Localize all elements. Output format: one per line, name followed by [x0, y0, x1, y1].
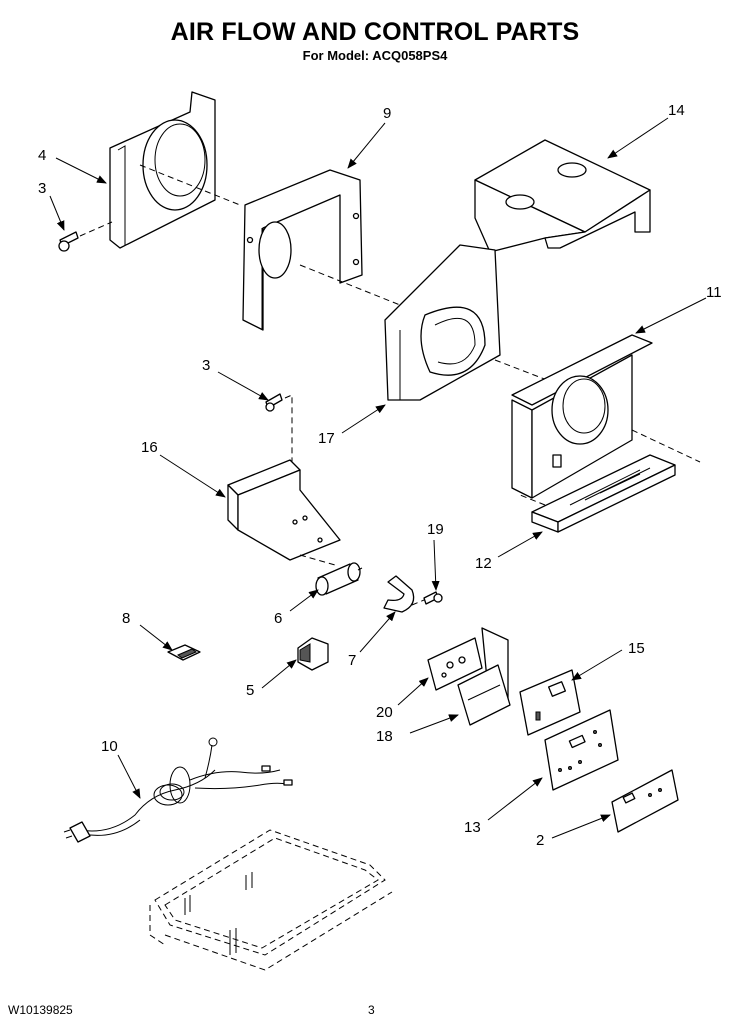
callout-12: 12 [475, 555, 492, 572]
callout-10: 10 [101, 738, 118, 755]
part-6-capacitor [315, 562, 363, 596]
callout-11: 11 [706, 284, 722, 301]
part-9-bracket [242, 169, 401, 331]
part-17-scroll-housing [384, 244, 561, 401]
leader-lines [49, 117, 707, 839]
callout-19: 19 [427, 521, 444, 538]
part-3-screw-middle [265, 393, 293, 462]
part-18-board [457, 627, 511, 726]
callout-3-middle: 3 [202, 357, 210, 374]
callout-5: 5 [246, 682, 254, 699]
callout-9: 9 [383, 105, 391, 122]
callout-18: 18 [376, 728, 393, 745]
part-7-strap [383, 575, 415, 613]
part-19-screw [411, 591, 443, 606]
part-3-screw-upper [58, 221, 113, 252]
callout-20: 20 [376, 704, 393, 721]
part-8-clip [167, 644, 201, 661]
callout-16: 16 [141, 439, 158, 456]
page-number: 3 [368, 1003, 375, 1017]
part-13-control-panel [544, 709, 619, 791]
page-title: AIR FLOW AND CONTROL PARTS [170, 18, 580, 46]
callout-8: 8 [122, 610, 130, 627]
part-15-display-board [519, 669, 581, 736]
callout-7: 7 [348, 652, 356, 669]
part-14-cover [474, 139, 651, 253]
base-pan-outline [149, 829, 393, 971]
part-4-shroud-panel [109, 91, 241, 249]
part-20-board [427, 637, 483, 691]
callout-17: 17 [318, 430, 335, 447]
callout-6: 6 [274, 610, 282, 627]
model-subtitle: For Model: ACQ058PS4 [302, 48, 448, 63]
callout-15: 15 [628, 640, 645, 657]
callout-14: 14 [668, 102, 685, 119]
callout-3-upper: 3 [38, 180, 46, 197]
part-2-overlay [611, 769, 679, 833]
callout-4: 4 [38, 147, 46, 164]
part-10-wire-harness [63, 737, 293, 843]
callout-2: 2 [536, 832, 544, 849]
part-5-relay [297, 637, 329, 671]
part-12-base-rail [519, 454, 676, 533]
part-16-cover-panel [227, 459, 341, 566]
callout-13: 13 [464, 819, 481, 836]
document-number: W10139825 [8, 1003, 73, 1017]
part-11-panel [511, 334, 701, 499]
